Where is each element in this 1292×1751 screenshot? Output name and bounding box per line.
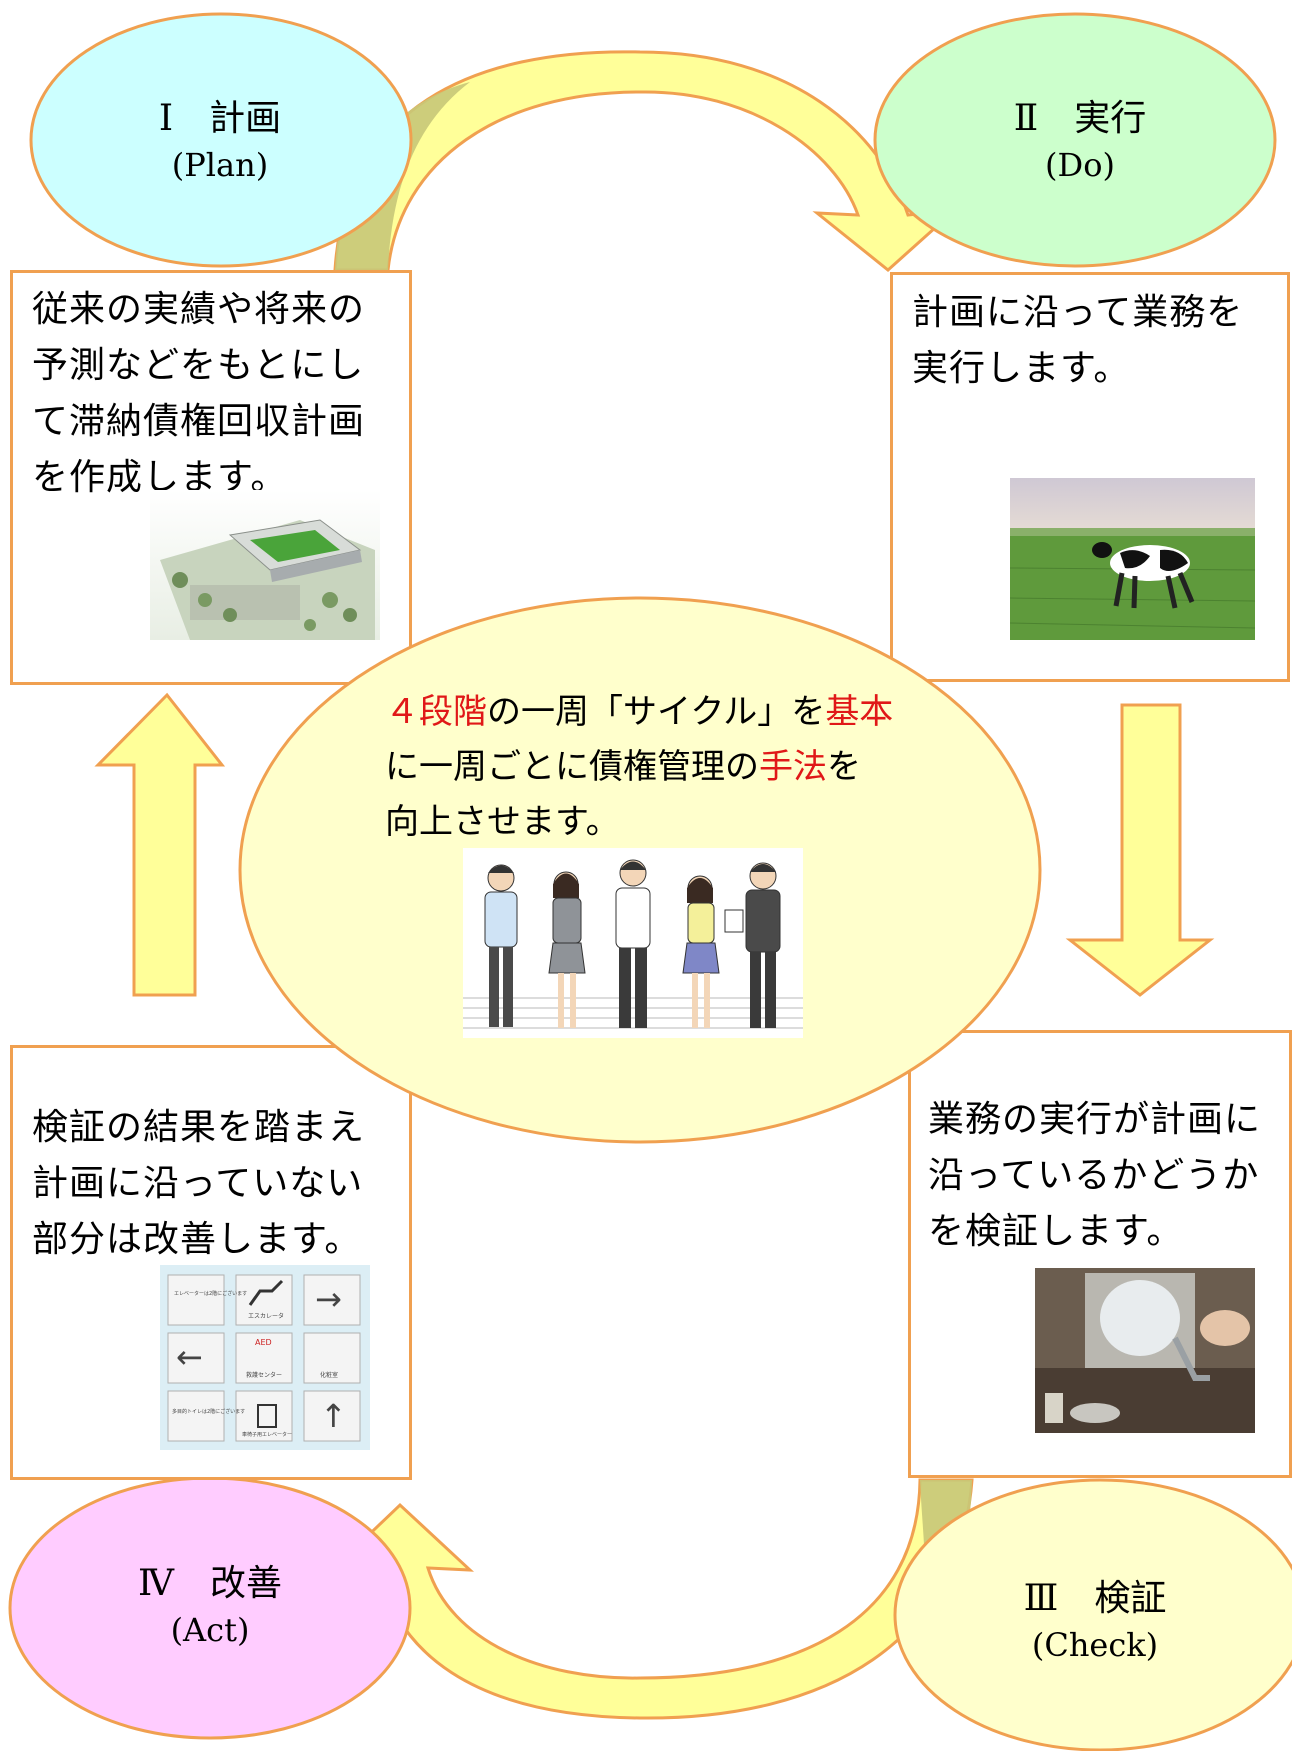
- do-title: Ⅱ 実行: [1013, 98, 1147, 139]
- do-oval: [873, 12, 1277, 268]
- plan-line-1: 従来の実績や将来の: [32, 289, 366, 330]
- do-line-1: 計画に沿って業務を: [912, 292, 1244, 333]
- act-line-1: 検証の結果を踏まえ: [32, 1107, 366, 1148]
- sign-arrow-up: ↑: [320, 1397, 347, 1435]
- plan-label: Ⅰ 計画 (Plan): [100, 95, 340, 187]
- act-subtitle: (Act): [170, 1611, 250, 1649]
- do-label: Ⅱ 実行 (Do): [960, 95, 1200, 187]
- escalator-icon: [248, 1279, 284, 1306]
- sign-aed: AED: [255, 1338, 272, 1347]
- stadium-aerial-image: [150, 490, 380, 640]
- center-line-1: ４段階の一周「サイクル」を基本: [385, 692, 894, 732]
- act-line-2: 計画に沿っていない: [32, 1163, 364, 1204]
- up-arrow-act-to-plan: [94, 692, 226, 997]
- plan-title: Ⅰ 計画: [158, 98, 282, 139]
- check-line-2: 沿っているかどうか: [928, 1155, 1260, 1196]
- do-subtitle: (Do): [1045, 146, 1115, 184]
- cow-field-image: [1010, 478, 1255, 640]
- plan-subtitle: (Plan): [171, 146, 269, 184]
- center-line-2: に一周ごとに債権管理の手法を: [385, 747, 861, 787]
- sign-arrow-left: ←: [176, 1338, 203, 1376]
- check-line-1: 業務の実行が計画に: [928, 1099, 1262, 1140]
- plan-line-2: 予測などをもとにし: [32, 345, 365, 386]
- check-line-3: を検証します。: [928, 1211, 1184, 1252]
- act-description: 検証の結果を踏まえ 計画に沿っていない 部分は改善します。: [32, 1100, 365, 1268]
- do-description: 計画に沿って業務を 実行します。: [912, 285, 1243, 397]
- act-line-3: 部分は改善します。: [32, 1219, 362, 1260]
- sign-wheelchair-elevator: 車椅子用エレベーター: [242, 1431, 292, 1438]
- plan-oval: [29, 12, 413, 268]
- center-description: ４段階の一周「サイクル」を基本 に一周ごとに債権管理の手法を 向上させます。: [385, 685, 893, 850]
- sign-arrow-right: →: [315, 1280, 342, 1318]
- check-subtitle: (Check): [1031, 1626, 1159, 1664]
- sign-elevator-note: エレベーターは2階にございます: [174, 1290, 247, 1297]
- sign-toilet-note: 多目的トイレは2階にございます: [172, 1408, 245, 1415]
- inspection-workshop-image: [1035, 1268, 1255, 1433]
- act-label: Ⅳ 改善 (Act): [90, 1560, 330, 1652]
- plan-line-3: て滞納債権回収計画: [32, 401, 366, 442]
- check-oval: [893, 1478, 1292, 1751]
- sign-restroom: 化粧室: [320, 1371, 338, 1379]
- signboard-image: エレベーターは2階にございます エスカレータ → ← AED 救護センター 化粧…: [160, 1265, 370, 1450]
- sign-escalator: エスカレータ: [248, 1312, 284, 1320]
- check-title: Ⅲ 検証: [1023, 1578, 1167, 1619]
- down-arrow-do-to-check: [1065, 703, 1215, 997]
- do-line-2: 実行します。: [912, 348, 1131, 389]
- office-workers-illustration: [463, 848, 803, 1038]
- check-description: 業務の実行が計画に 沿っているかどうか を検証します。: [928, 1092, 1261, 1260]
- wheelchair-elevator-icon: [257, 1404, 277, 1428]
- center-line-3: 向上させます。: [385, 802, 620, 842]
- check-label: Ⅲ 検証 (Check): [975, 1575, 1215, 1667]
- plan-description: 従来の実績や将来の 予測などをもとにし て滞納債権回収計画 を作成します。: [32, 282, 365, 506]
- act-title: Ⅳ 改善: [138, 1563, 282, 1604]
- sign-first-aid: 救護センター: [246, 1371, 282, 1379]
